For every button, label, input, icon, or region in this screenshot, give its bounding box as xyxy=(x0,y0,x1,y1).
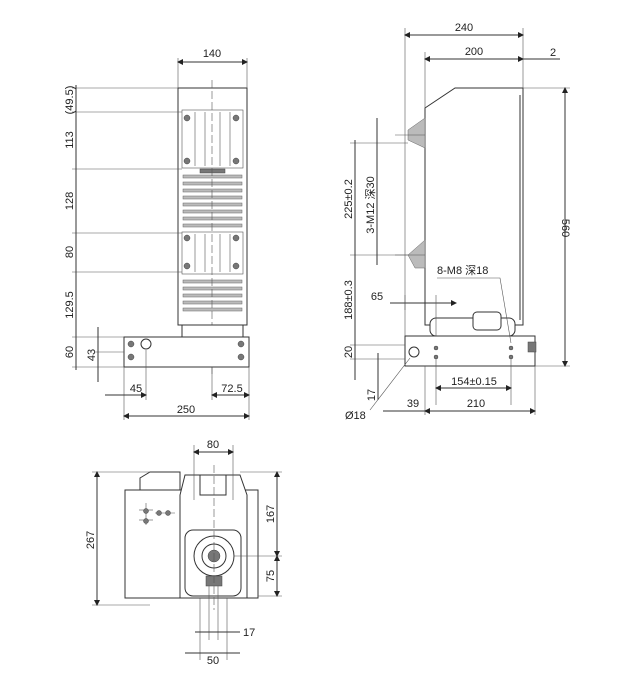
dim-560: 560 xyxy=(559,219,571,237)
dim-2: 2 xyxy=(550,47,556,59)
lower-terminal xyxy=(407,239,426,269)
front-view: 140 (49.5) 113 128 80 129.5 60 43 45 72.… xyxy=(64,48,250,420)
dim-60: 60 xyxy=(64,346,76,358)
dim-200: 200 xyxy=(465,46,483,58)
thread-base-label: 8-M8 深18 xyxy=(437,264,488,277)
dim-113: 113 xyxy=(64,131,76,149)
dim-210: 210 xyxy=(467,398,485,410)
dim-225: 225±0.2 xyxy=(343,179,355,219)
side-view: 240 200 2 560 225±0.2 3-M12 深30 188±0.3 … xyxy=(343,22,571,422)
dim-45: 45 xyxy=(130,383,142,395)
dim-17-bottom: 17 xyxy=(243,627,255,639)
dim-188: 188±0.3 xyxy=(343,280,355,320)
dim-250: 250 xyxy=(177,404,195,416)
thread-top-label: 3-M12 深30 xyxy=(364,176,377,233)
mounting-bolts xyxy=(183,114,240,270)
dim-49-5: (49.5) xyxy=(64,86,76,115)
dim-80: 80 xyxy=(64,246,76,258)
dim-39: 39 xyxy=(407,398,419,410)
dim-128: 128 xyxy=(64,192,76,210)
dim-129-5: 129.5 xyxy=(64,291,76,319)
dim-72-5: 72.5 xyxy=(221,383,242,395)
dim-43: 43 xyxy=(86,349,98,361)
dim-75: 75 xyxy=(265,570,277,582)
base-plate xyxy=(123,336,250,368)
dim-65: 65 xyxy=(371,291,383,303)
insulator-ribs xyxy=(181,109,244,312)
dim-154: 154±0.15 xyxy=(451,376,497,388)
dim-240: 240 xyxy=(455,22,473,34)
dim-20: 20 xyxy=(343,346,355,358)
dim-50: 50 xyxy=(207,655,219,667)
dim-267: 267 xyxy=(85,531,97,549)
dim-80-bottom: 80 xyxy=(207,439,219,451)
dim-17: 17 xyxy=(366,389,378,401)
operating-mechanism xyxy=(184,529,242,597)
side-base xyxy=(404,335,536,367)
upper-terminal xyxy=(407,117,426,149)
dim-167: 167 xyxy=(265,505,277,523)
bottom-view: 80 267 167 75 17 50 xyxy=(85,439,282,667)
hole-dia-label: Ø18 xyxy=(345,410,366,422)
dim-140: 140 xyxy=(203,48,221,60)
